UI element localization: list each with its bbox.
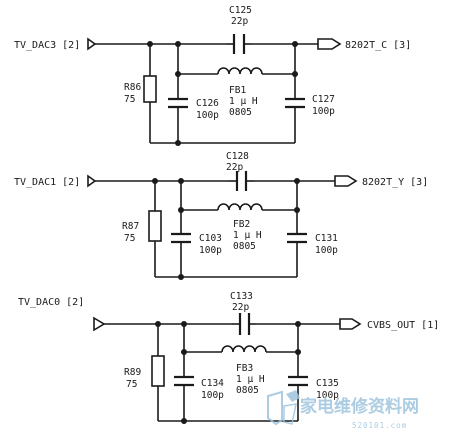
bead-value: 1 μ H [236,374,265,385]
series-cap-ref: C128 [226,151,249,162]
output-net-label: CVBS_OUT [1] [367,320,439,331]
shunt-cap-left-ref: C126 [196,98,219,109]
watermark-subtext: 520101.com [352,421,407,430]
series-cap-value: 22p [232,302,249,313]
output-port-arrow [334,175,358,187]
input-port-arrow [93,316,106,332]
shunt-cap-right-value: 100p [312,106,335,117]
bead-value: 1 μ H [229,96,258,107]
input-port-arrow [87,174,97,188]
ferrite-bead-inductor [221,345,267,353]
input-net-label: TV_DAC0 [2] [18,297,84,308]
filter-section-2: TV_DAC1 [2] 8202T_Y [3] R87 75 C128 22p … [14,151,428,280]
input-net-label: TV_DAC1 [2] [14,177,80,188]
junction-dots [155,321,301,424]
shunt-cap-left-ref: C134 [201,378,224,389]
shunt-cap-right-value: 100p [316,390,339,401]
series-cap-value: 22p [226,162,243,173]
input-net-label: TV_DAC3 [2] [14,40,80,51]
series-capacitor [226,34,252,54]
bead-package: 0805 [236,385,259,396]
shunt-capacitor-left [171,232,191,244]
junction-dots [152,178,300,280]
resistor-value: 75 [124,233,135,244]
site-watermark: 家电维修资料网 520101.com [267,390,419,430]
shunt-capacitor-right [287,232,307,244]
series-capacitor [228,171,254,191]
shunt-cap-right-ref: C135 [316,378,339,389]
series-cap-ref: C125 [229,5,252,16]
output-net-label: 8202T_Y [3] [362,177,428,188]
filter-section-3: TV_DAC0 [2] CVBS_OUT [1] R89 75 C133 22p… [18,291,439,424]
series-cap-value: 22p [231,16,248,27]
shunt-capacitor-left [168,97,188,109]
resistor [143,75,157,103]
shunt-cap-left-ref: C103 [199,233,222,244]
bead-ref: FB3 [236,363,253,374]
shunt-cap-left-value: 100p [199,245,222,256]
shunt-cap-right-ref: C127 [312,94,335,105]
shunt-cap-left-value: 100p [196,110,219,121]
resistor-ref: R86 [124,82,141,93]
shunt-capacitor-left [174,375,194,387]
ferrite-bead-inductor [217,203,263,211]
resistor-value: 75 [124,94,135,105]
output-port-arrow [317,38,342,50]
shunt-cap-right-value: 100p [315,245,338,256]
bead-ref: FB1 [229,85,246,96]
output-net-label: 8202T_C [3] [345,40,411,51]
watermark-text: 家电维修资料网 [300,396,419,417]
resistor [151,355,165,387]
bead-value: 1 μ H [233,230,262,241]
ferrite-bead-inductor [217,67,263,75]
shunt-capacitor-right [285,97,305,109]
watermark-logo-icon [267,390,300,426]
resistor-ref: R89 [124,367,141,378]
output-port-arrow [339,318,362,330]
shunt-cap-right-ref: C131 [315,233,338,244]
resistor [148,210,162,242]
resistor-value: 75 [126,379,137,390]
series-cap-ref: C133 [230,291,253,302]
shunt-cap-left-value: 100p [201,390,224,401]
input-port-arrow [87,37,97,51]
bead-ref: FB2 [233,219,250,230]
bead-package: 0805 [233,241,256,252]
series-capacitor [232,313,256,335]
junction-dots [147,41,298,146]
resistor-ref: R87 [122,221,139,232]
filter-section-1: TV_DAC3 [2] 8202T_C [3] R86 75 C125 22p … [14,5,411,146]
bead-package: 0805 [229,107,252,118]
shunt-capacitor-right [288,375,308,387]
